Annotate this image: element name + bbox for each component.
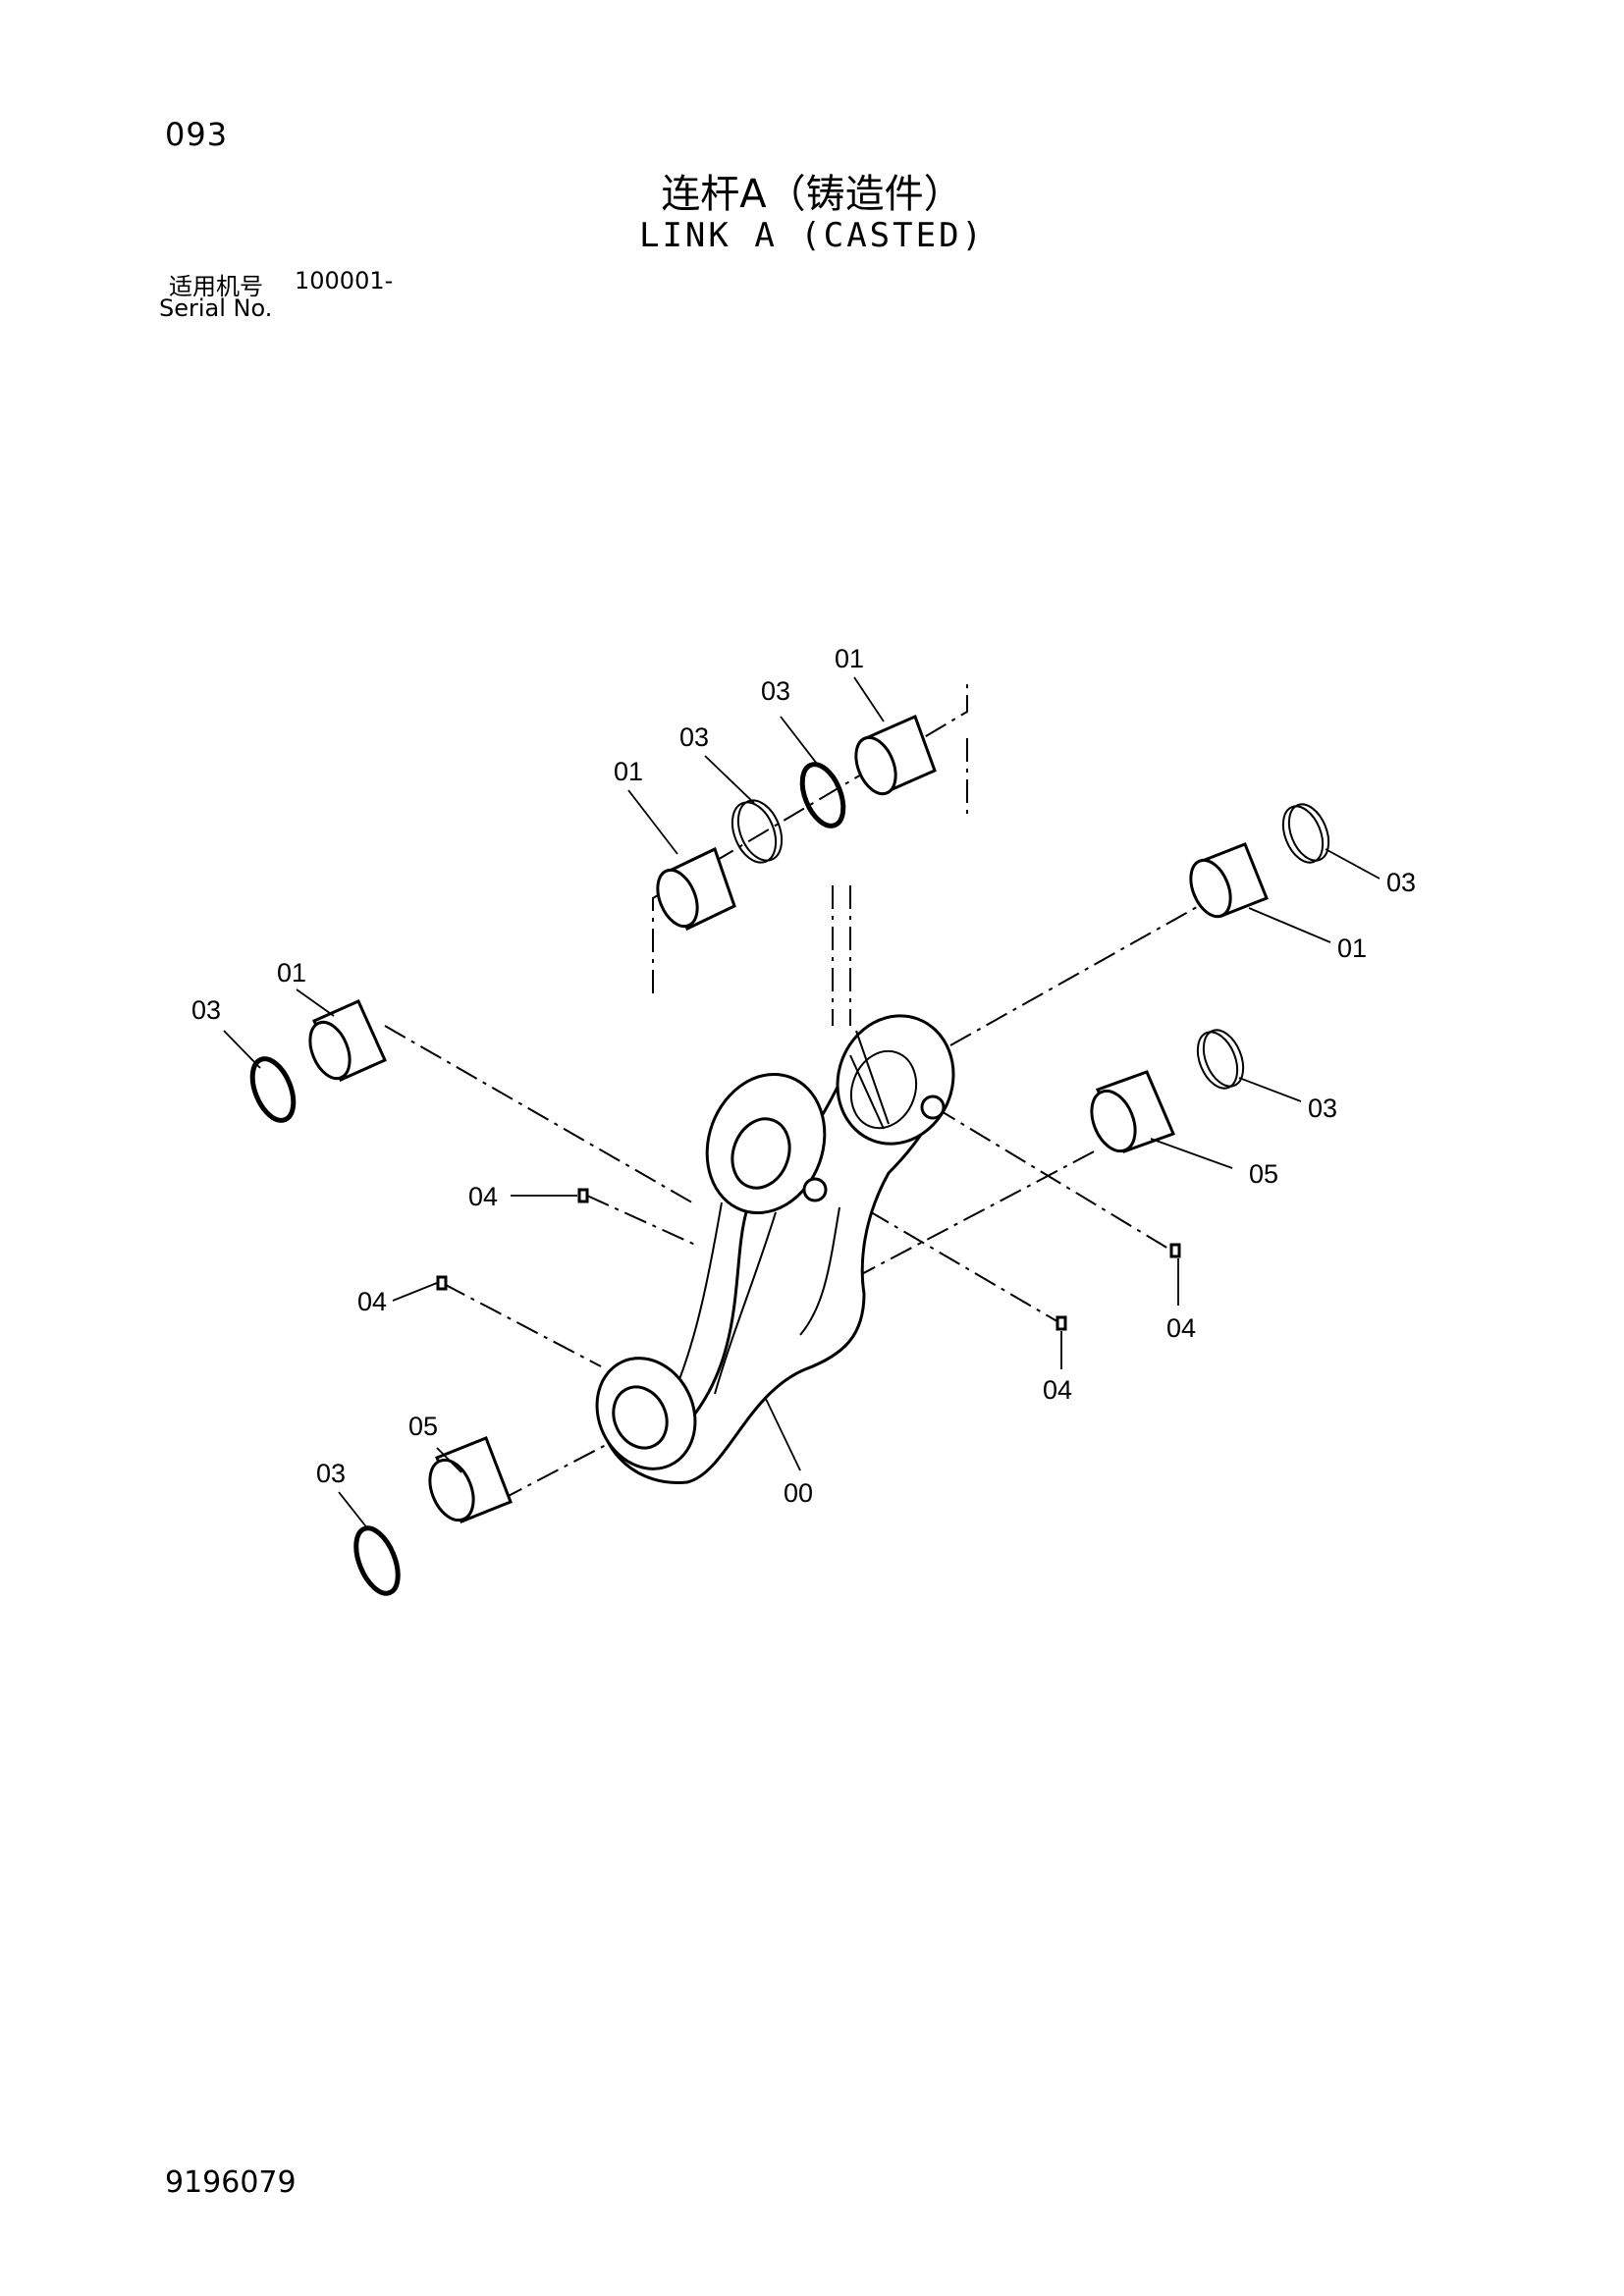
seal-rings	[249, 762, 1330, 1596]
grease-fitting-04	[1056, 1315, 1067, 1331]
grease-fitting-line	[443, 1283, 602, 1367]
ring-03-right-top	[1287, 803, 1330, 862]
ring-03-right-mid	[1196, 1031, 1239, 1090]
grease-fitting-04	[1169, 1243, 1181, 1258]
callout-04: 04	[468, 1182, 498, 1211]
serial-label-chinese: 适用机号	[169, 273, 263, 300]
callout-01: 01	[835, 644, 864, 673]
bushing-05-right-face	[1090, 1089, 1137, 1153]
link-contour	[799, 1206, 840, 1336]
grease-fitting-04	[436, 1275, 448, 1291]
grease-fittings	[436, 1188, 1181, 1331]
callout-04: 04	[1043, 1375, 1072, 1405]
link-contour	[714, 1211, 777, 1395]
page-number: 093	[165, 116, 229, 153]
callout-03: 03	[761, 676, 790, 706]
callout-05: 05	[408, 1412, 438, 1441]
bushing-05-bottom-face	[428, 1458, 475, 1522]
document-number: 9196079	[165, 2165, 297, 2200]
grease-boss-left	[802, 1177, 828, 1202]
page-title-english: LINK A (CASTED)	[638, 216, 986, 255]
page-title-chinese: 连杆A（铸造件）	[661, 172, 963, 217]
bottom-axis-line	[500, 1432, 629, 1501]
right-upper-axis-line	[949, 897, 1214, 1046]
callout-05: 05	[1249, 1159, 1278, 1189]
right-lower-axis-line	[853, 1148, 1101, 1279]
ring-03-top-left	[736, 799, 784, 862]
serial-range: 100001-	[295, 267, 394, 294]
grease-fitting-04	[577, 1188, 589, 1203]
link-lower-bore	[612, 1385, 669, 1450]
callout-01: 01	[1337, 934, 1367, 963]
callout-03: 03	[316, 1459, 346, 1488]
left-pin-axis-line	[384, 1025, 698, 1206]
ring-03-bottom	[353, 1525, 401, 1596]
link-bore-insert	[849, 1030, 890, 1130]
serial-label-english: Serial No.	[159, 294, 273, 322]
callout-03: 03	[1308, 1094, 1337, 1123]
bushing-01-right-face	[1189, 858, 1232, 919]
ring-03-right-top	[1281, 805, 1325, 864]
grease-fitting-line	[934, 1106, 1174, 1253]
grease-boss-right	[920, 1095, 946, 1120]
callout-labels: 01 03 03 01 03 01 03 05 04 01 03 04 04 0…	[191, 644, 1416, 1508]
callout-04: 04	[357, 1287, 387, 1316]
ring-03-right-mid	[1202, 1029, 1245, 1088]
leader-lines	[223, 676, 1380, 1530]
ring-03-top-left	[731, 801, 778, 864]
link-upper-bore-right	[849, 1049, 918, 1130]
callout-04: 04	[1166, 1313, 1196, 1343]
link-a-casting	[595, 1014, 955, 1484]
link-upper-bore-left	[731, 1117, 791, 1190]
callout-00: 00	[784, 1478, 813, 1508]
bushing-01-top-right-face	[854, 735, 897, 796]
ring-03-left	[249, 1056, 297, 1123]
callout-03: 03	[191, 995, 221, 1025]
bushing-01-left-face	[308, 1020, 352, 1081]
ring-03-top-right	[799, 762, 846, 828]
callout-03: 03	[679, 722, 709, 752]
callout-03: 03	[1386, 868, 1416, 897]
grease-fitting-line	[586, 1195, 696, 1246]
callout-01: 01	[277, 958, 306, 988]
link-contour	[677, 1201, 723, 1385]
bushing-01-top-left-face	[656, 868, 699, 929]
callout-01: 01	[614, 757, 643, 786]
bushings	[308, 714, 1269, 1523]
